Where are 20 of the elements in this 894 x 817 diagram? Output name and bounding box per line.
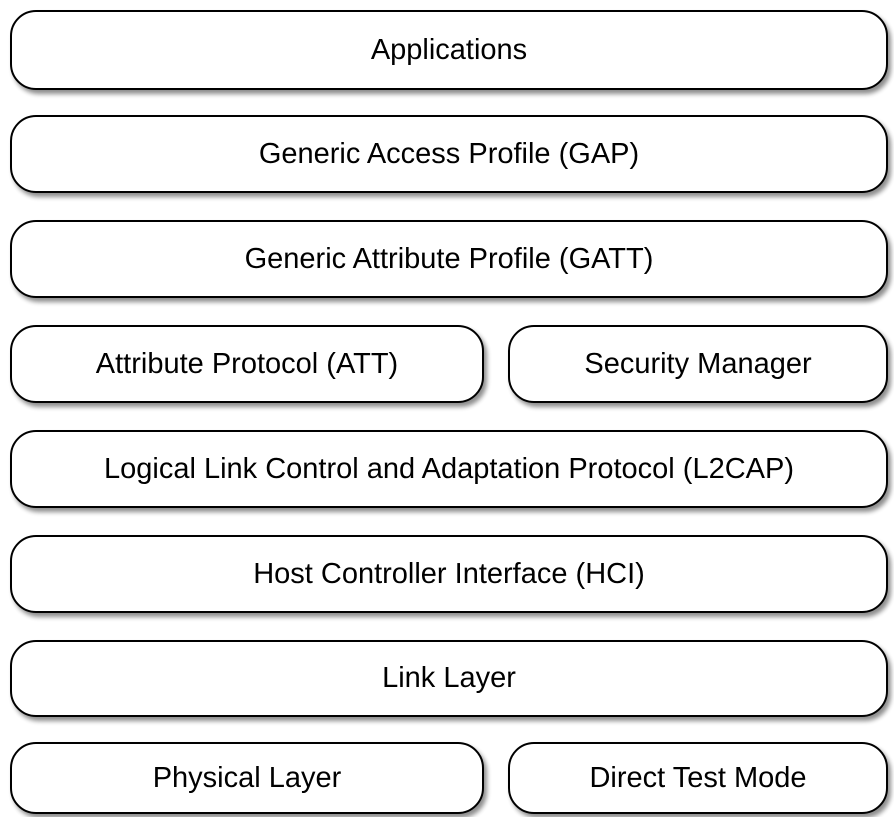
layer-label: Generic Attribute Profile (GATT) xyxy=(244,242,654,276)
layer-box xyxy=(508,325,888,403)
layer-box xyxy=(10,10,888,90)
layer-label: Generic Access Profile (GAP) xyxy=(258,138,640,170)
layer-box xyxy=(10,535,888,613)
layer-box xyxy=(10,430,888,508)
layer-label: Physical Layer xyxy=(152,762,342,794)
layer-box xyxy=(10,325,484,403)
layer-label: Applications xyxy=(370,34,528,66)
layer-box xyxy=(10,115,888,193)
layer-label: Direct Test Mode xyxy=(589,762,807,794)
layer-label: Link Layer xyxy=(382,662,516,695)
layer-box xyxy=(508,742,888,814)
layer-box xyxy=(10,742,484,814)
layer-box xyxy=(10,640,888,717)
layer-box xyxy=(10,220,888,298)
layer-label: Host Controller Interface (HCI) xyxy=(253,558,645,590)
layer-label: Attribute Protocol (ATT) xyxy=(96,348,398,380)
layer-label: Logical Link Control and Adaptation Protocol (L2CAP) xyxy=(104,452,794,486)
layer-label: Security Manager xyxy=(584,348,812,380)
